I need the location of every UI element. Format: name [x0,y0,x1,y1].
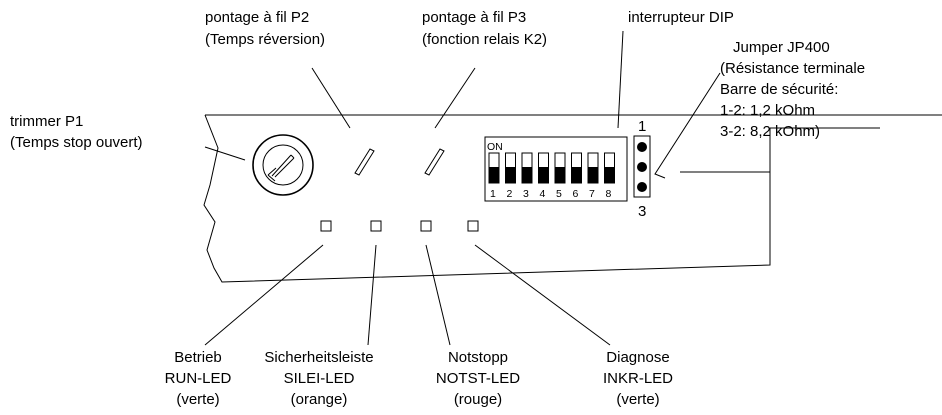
jumper-pin-3-label: 3 [638,203,646,220]
svg-text:Sicherheitsleiste: Sicherheitsleiste [264,349,373,366]
leader-lines [204,30,721,346]
svg-text:(verte): (verte) [616,391,659,408]
led-label-notst: Notstopp NOTST-LED (rouge) [436,349,520,408]
jumper-label-line4: 1-2: 1,2 kOhm [720,102,815,119]
dip-switch-number: 1 [490,188,496,200]
p2-label-line2: (Temps réversion) [205,31,325,48]
dip-on-label: ON [487,141,503,153]
svg-text:(orange): (orange) [291,391,348,408]
dip-switch-knob [588,167,598,183]
jumper-label-line5: 3-2: 8,2 kOhm) [720,123,820,140]
led-label-run: Betrieb RUN-LED (verte) [165,349,232,408]
trimmer-label-line1: trimmer P1 [10,113,83,130]
jumper-pin-1-label: 1 [638,118,646,135]
dip-switch-number: 5 [556,188,562,200]
trimmer-p1 [252,134,314,196]
dip-switch-number: 8 [606,188,612,200]
dip-switch-number: 6 [573,188,579,200]
wire-bridge-p3 [424,148,445,176]
p3-label-line1: pontage à fil P3 [422,9,526,26]
dip-switch-number: 3 [523,188,529,200]
svg-text:SILEI-LED: SILEI-LED [284,370,355,387]
p3-label-line2: (fonction relais K2) [422,31,547,48]
jumper-label-line1: Jumper JP400 [733,39,830,56]
led-label-inkr: Diagnose INKR-LED (verte) [603,349,673,408]
jumper-label-line3: Barre de sécurité: [720,81,838,98]
trimmer-label-line2: (Temps stop ouvert) [10,134,143,151]
dip-switch-knob [604,167,615,183]
led-silei [370,220,382,232]
dip-switch-knob [538,167,549,183]
led-label-silei: Sicherheitsleiste SILEI-LED (orange) [264,349,373,408]
p2-label-line1: pontage à fil P2 [205,9,309,26]
dip-switch-number: 2 [507,188,513,200]
jumper-label-line2: (Résistance terminale [720,60,865,77]
dip-switch-number: 4 [540,188,546,200]
dip-switch-knob [555,167,565,183]
svg-text:NOTST-LED: NOTST-LED [436,370,520,387]
dip-switch-knob [505,167,516,183]
svg-text:Diagnose: Diagnose [606,349,669,366]
svg-text:INKR-LED: INKR-LED [603,370,673,387]
dip-label: interrupteur DIP [628,9,734,26]
jumper-jp400: 1 3 [633,118,651,220]
svg-text:Betrieb: Betrieb [174,349,222,366]
led-inkr [467,220,479,232]
svg-text:RUN-LED: RUN-LED [165,370,232,387]
dip-switch-knob [489,167,499,183]
wire-bridge-p2 [354,148,375,176]
dip-switch-knob [522,167,532,183]
dip-switch-knob [571,167,582,183]
led-notst [420,220,432,232]
dip-switch-number: 7 [589,188,595,200]
led-run [320,220,332,232]
svg-text:(rouge): (rouge) [454,391,502,408]
svg-text:(verte): (verte) [176,391,219,408]
svg-text:Notstopp: Notstopp [448,349,508,366]
board-outline [203,114,942,283]
